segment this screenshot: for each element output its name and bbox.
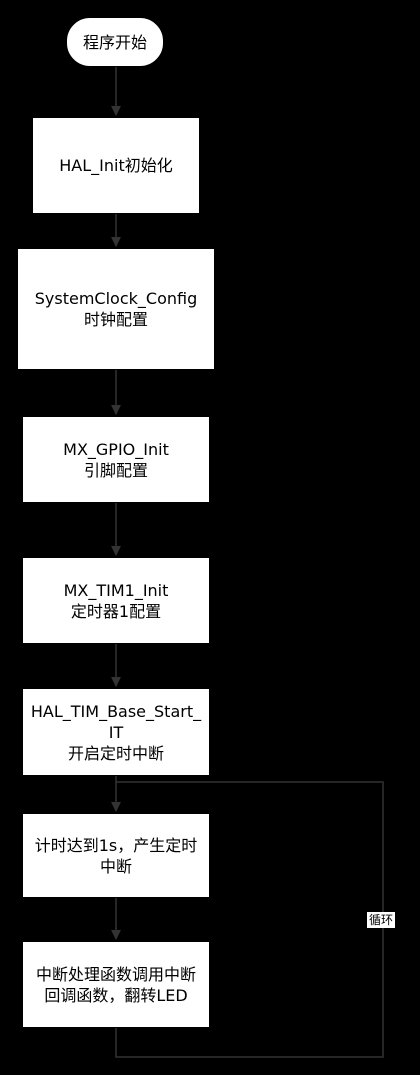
tim1-init-desc: 定时器1配置 (70, 601, 162, 621)
interrupt-callback-node: 中断处理函数调用中断回调函数，翻转LED (22, 941, 210, 1028)
hal-init-node: HAL_Init初始化 (32, 117, 200, 214)
interrupt-callback-label: 中断处理函数调用中断回调函数，翻转LED (35, 964, 196, 1005)
tim-base-start-desc: 开启定时中断 (67, 743, 164, 763)
start-label: 程序开始 (82, 32, 147, 52)
start-node: 程序开始 (66, 17, 164, 67)
system-clock-node: SystemClock_Config 时钟配置 (17, 248, 215, 370)
system-clock-desc: 时钟配置 (83, 310, 148, 329)
loop-label: 循环 (367, 912, 396, 928)
tim-base-start-title: HAL_TIM_Base_Start_IT (30, 701, 202, 742)
system-clock-title: SystemClock_Config (34, 289, 198, 308)
tim-base-start-node: HAL_TIM_Base_Start_IT 开启定时中断 (22, 688, 210, 776)
gpio-init-desc: 引脚配置 (83, 460, 148, 480)
timer-reach-label: 计时达到1s，产生定时中断 (34, 835, 198, 876)
timer-reach-node: 计时达到1s，产生定时中断 (22, 813, 210, 898)
gpio-init-title: MX_GPIO_Init (63, 439, 169, 459)
hal-init-label: HAL_Init初始化 (59, 156, 173, 175)
tim1-init-node: MX_TIM1_Init 定时器1配置 (22, 557, 210, 644)
tim1-init-title: MX_TIM1_Init (63, 580, 169, 600)
loop-back-path (115, 781, 384, 1058)
gpio-init-node: MX_GPIO_Init 引脚配置 (22, 416, 210, 503)
